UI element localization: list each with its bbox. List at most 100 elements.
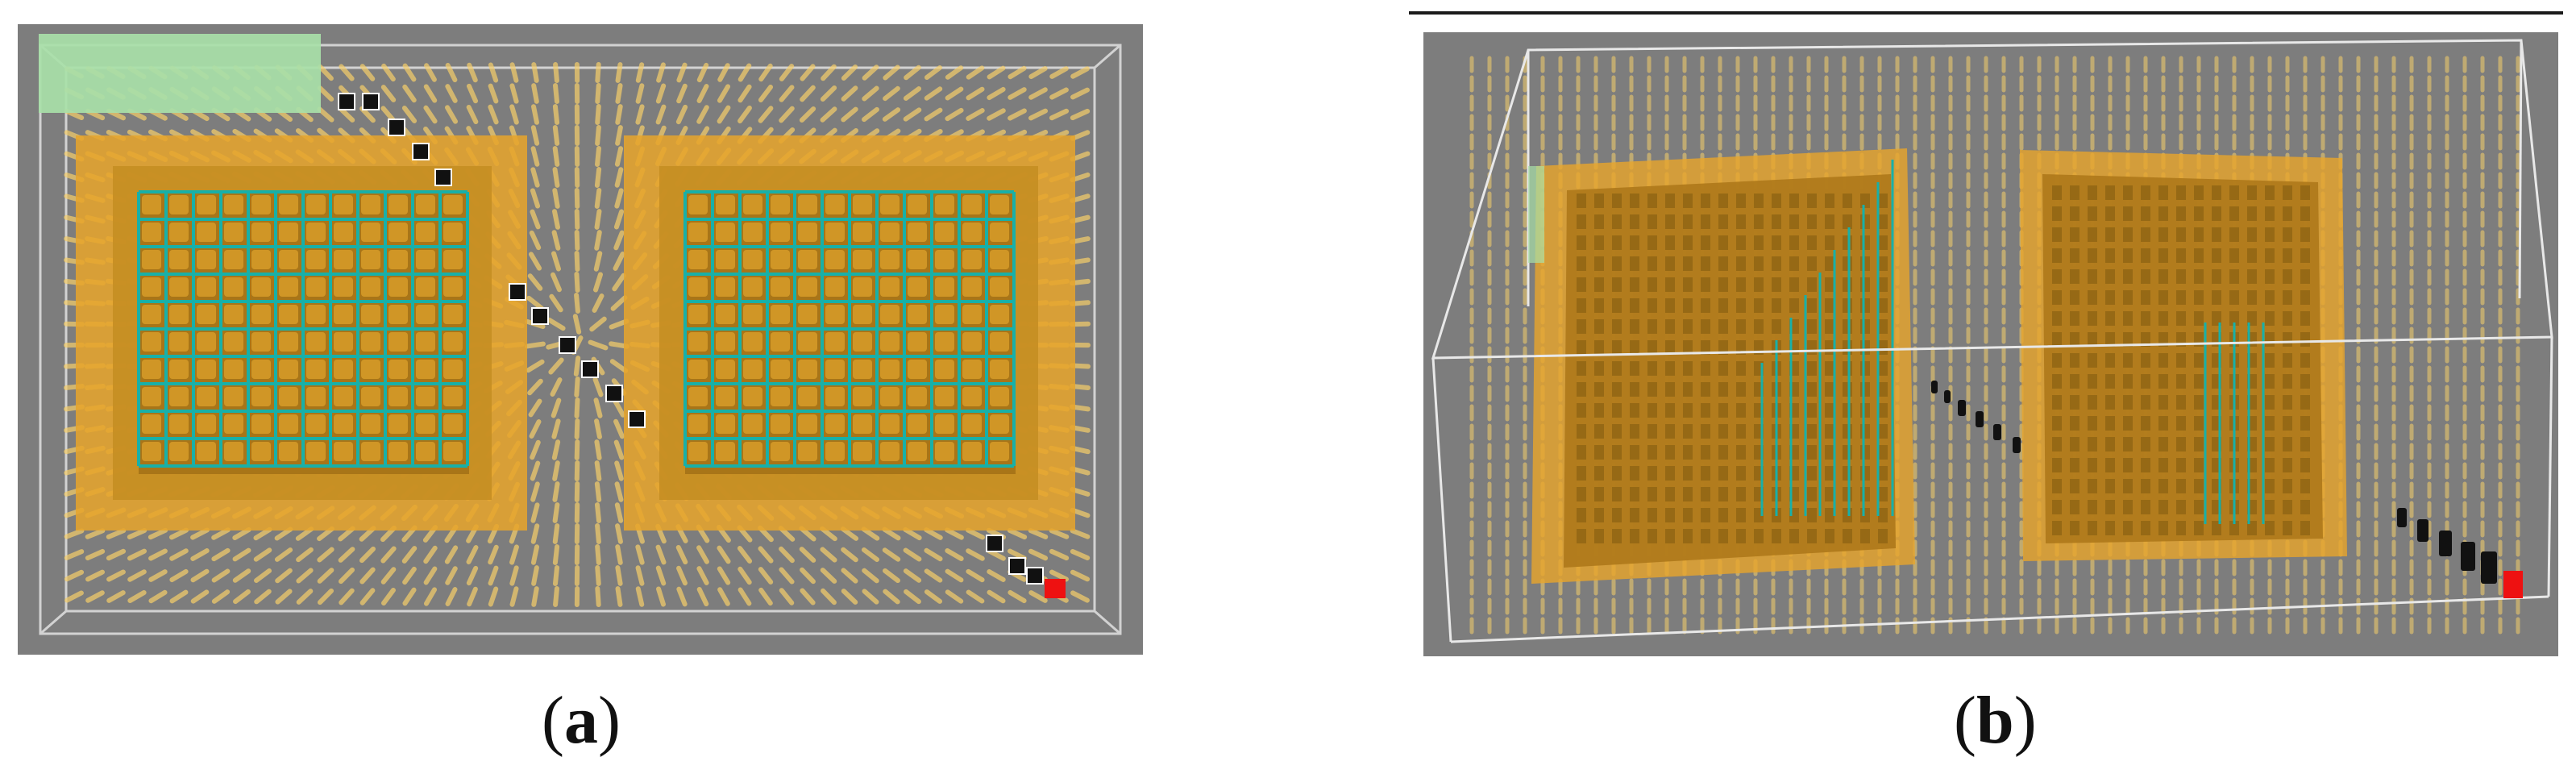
voxel-cell [1594, 319, 1604, 334]
voxel-cell [2158, 185, 2168, 200]
vector-dash [883, 64, 900, 81]
voxel-cell [416, 442, 435, 461]
voxel-cell [361, 305, 380, 324]
vector-dash [402, 84, 417, 103]
voxel-cell [2105, 290, 2115, 305]
vector-dash [882, 547, 901, 562]
voxel-cell [361, 442, 380, 461]
vector-dash [296, 568, 314, 584]
voxel-cell [1825, 235, 1834, 250]
vector-dash [1028, 108, 1048, 121]
voxel-cell [2283, 479, 2292, 493]
voxel-cell [1825, 403, 1834, 418]
vector-dash [987, 108, 1006, 121]
voxel-cell [2105, 458, 2115, 472]
voxel-cell [2105, 311, 2115, 326]
vector-dash [529, 419, 542, 439]
voxel-cell [2052, 248, 2062, 263]
voxel-cell [2265, 521, 2275, 535]
voxel-cell [716, 442, 735, 461]
voxel-cell [2283, 500, 2292, 514]
voxel-cell [1701, 194, 1710, 208]
voxel-cell [908, 305, 927, 324]
voxel-cell [1878, 466, 1888, 481]
voxel-cell [2194, 206, 2204, 221]
voxel-cell [2123, 206, 2133, 221]
vector-dash [717, 566, 731, 585]
vector-dash [551, 272, 562, 293]
voxel-cell [251, 414, 271, 434]
voxel-cell [2300, 227, 2310, 242]
vector-dash [903, 547, 922, 562]
voxel-cell [1630, 298, 1639, 313]
voxel-cell [361, 277, 380, 297]
voxel-cell [1807, 277, 1817, 292]
path-marker [628, 410, 646, 428]
vector-dash [551, 251, 561, 272]
voxel-cell [1577, 277, 1586, 292]
voxel-cell [1577, 403, 1586, 418]
voxel-cell [1612, 382, 1622, 397]
voxel-cell [1878, 445, 1888, 460]
vector-dash [402, 587, 417, 606]
voxel-cell [2105, 248, 2115, 263]
vector-dash [924, 107, 943, 122]
vector-dash [656, 586, 666, 607]
voxel-cell [1577, 340, 1586, 355]
voxel-cell [1630, 487, 1639, 501]
voxel-cell [2123, 353, 2133, 368]
vector-dash [904, 589, 921, 605]
voxel-cell [2141, 416, 2150, 431]
voxel-cell [1701, 214, 1710, 229]
voxel-cell [825, 332, 845, 352]
voxel-cell [1665, 445, 1675, 460]
vector-dash [526, 359, 545, 373]
voxel-cell [1807, 319, 1817, 334]
vector-dash [574, 293, 580, 314]
voxel-cell [1647, 194, 1657, 208]
path-marker [1931, 381, 1938, 393]
voxel-cell [2070, 332, 2079, 347]
voxel-cell [1612, 508, 1622, 522]
voxel-cell [361, 195, 380, 214]
vector-dash [592, 377, 604, 397]
voxel-cell [2283, 458, 2292, 472]
vector-dash [717, 545, 731, 564]
vector-dash [1008, 108, 1027, 121]
voxel-cell [361, 250, 380, 269]
voxel-cell [1612, 487, 1622, 501]
vector-dash [530, 460, 541, 481]
voxel-cell [142, 305, 161, 324]
vector-dash [148, 548, 168, 561]
voxel-cell [2212, 185, 2221, 200]
voxel-cell [2229, 311, 2239, 326]
vector-dash [613, 398, 625, 418]
voxel-cell [2212, 311, 2221, 326]
voxel-cell [2088, 290, 2097, 305]
vector-dash [635, 83, 645, 104]
voxel-cell [279, 414, 298, 434]
voxel-cell [197, 332, 216, 352]
voxel-cell [1807, 256, 1817, 271]
vector-dash [549, 293, 563, 313]
voxel-cell [1860, 298, 1870, 313]
voxel-cell [2194, 458, 2204, 472]
voxel-cell [962, 277, 982, 297]
vector-dash [1007, 527, 1028, 540]
voxel-cell [1807, 194, 1817, 208]
voxel-cell [1683, 466, 1693, 481]
voxel-cell [1860, 194, 1870, 208]
voxel-cell [1736, 319, 1746, 334]
voxel-cell [1789, 235, 1799, 250]
end-marker [2503, 571, 2523, 598]
voxel-cell [2052, 521, 2062, 535]
voxel-cell [142, 387, 161, 406]
voxel-cell [361, 223, 380, 242]
voxel-cell [2283, 311, 2292, 326]
voxel-cell [2141, 374, 2150, 389]
voxel-cell [1825, 319, 1834, 334]
voxel-cell [990, 414, 1009, 434]
voxel-cell [2194, 437, 2204, 452]
vector-dash [528, 398, 542, 418]
vector-dash [861, 547, 880, 562]
